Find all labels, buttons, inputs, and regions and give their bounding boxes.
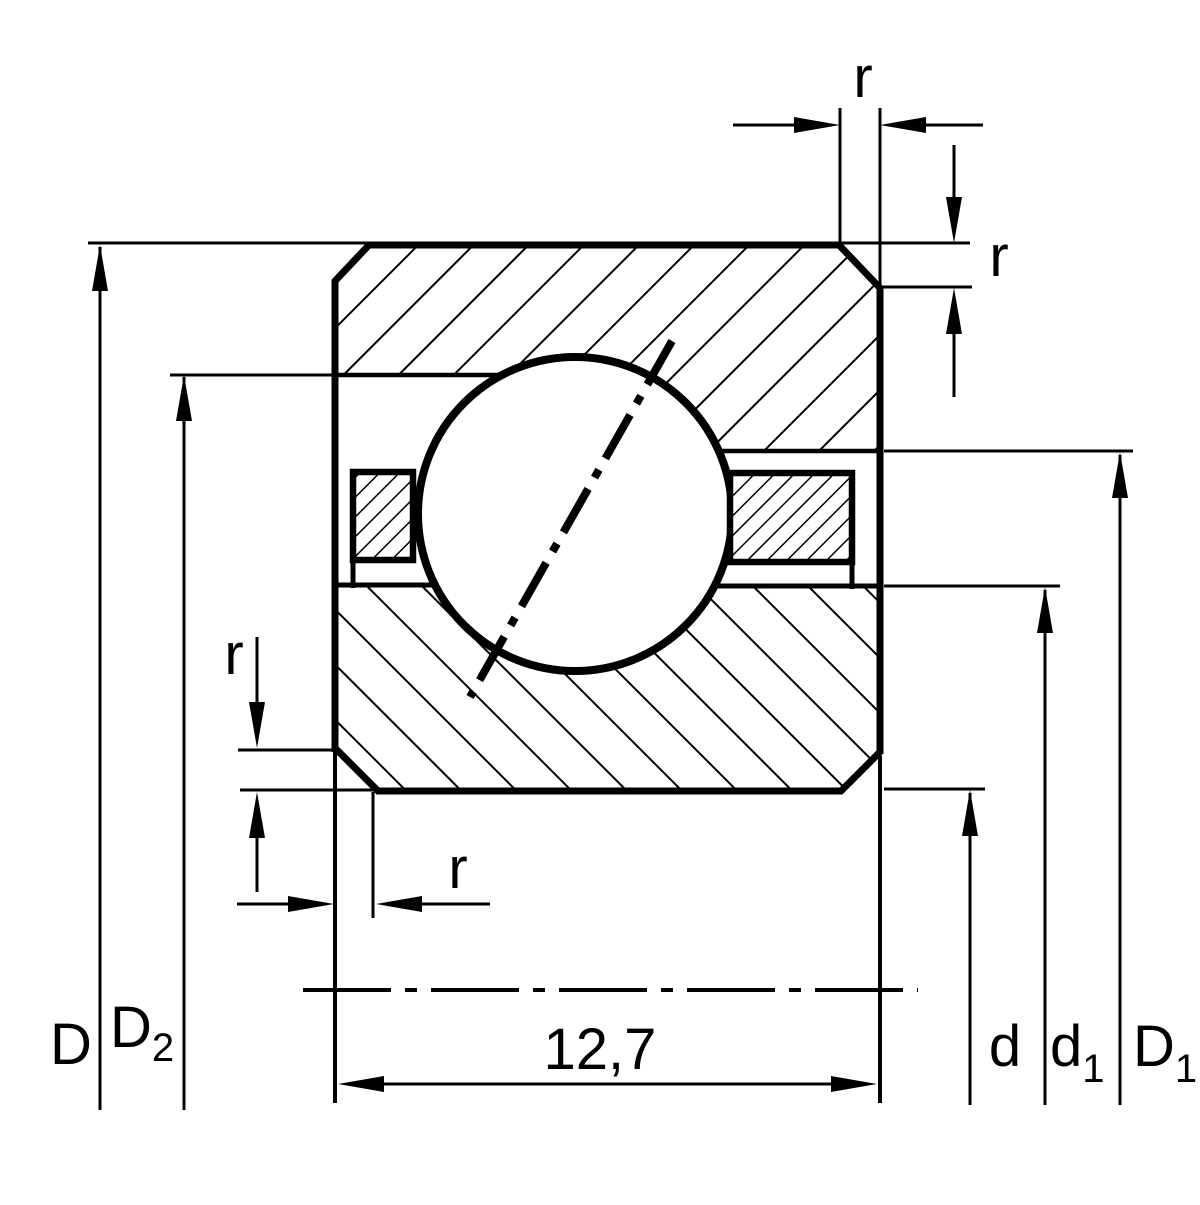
dim-r-inner-bottom xyxy=(237,792,490,918)
arrow-up xyxy=(946,288,962,334)
label-D2-base: D xyxy=(110,995,152,1060)
label-D2: D2 xyxy=(110,995,174,1070)
dim-r-inner-left xyxy=(238,637,377,892)
label-d1-subscript: 1 xyxy=(1082,1047,1104,1091)
label-D1: D1 xyxy=(1133,1014,1197,1091)
cage-left-section xyxy=(349,468,417,564)
label-width-value: 12,7 xyxy=(544,1017,657,1082)
label-D2-subscript: 2 xyxy=(152,1026,174,1070)
inner-ring-bottom-outline xyxy=(332,745,883,795)
label-d1-base: d xyxy=(1050,1014,1082,1079)
arrow-up xyxy=(962,790,978,836)
label-d1: d1 xyxy=(1050,1014,1105,1091)
arrow-right xyxy=(288,896,334,912)
arrow-right xyxy=(831,1076,877,1092)
dim-d xyxy=(884,787,985,1105)
cage-sections xyxy=(349,468,856,589)
arrow-left xyxy=(880,117,926,133)
arrow-up xyxy=(176,375,192,421)
outer-ring-section xyxy=(335,244,880,451)
label-r-inner-left: r xyxy=(224,622,243,687)
dim-D xyxy=(92,245,108,1110)
dimension-labels: r r r r 12,7 D D2 d d1 D1 xyxy=(50,45,1197,1091)
label-d: d xyxy=(989,1014,1021,1079)
dim-D2 xyxy=(170,373,335,1110)
label-r-top: r xyxy=(853,45,872,110)
arrow-up xyxy=(249,792,265,838)
arrow-up xyxy=(1112,452,1128,498)
arrow-down xyxy=(946,197,962,243)
label-r-inner-bottom: r xyxy=(448,836,467,901)
dim-r-right xyxy=(882,145,972,397)
dim-width xyxy=(333,752,882,1103)
arrow-right xyxy=(794,117,840,133)
label-D1-base: D xyxy=(1133,1014,1175,1079)
contact-angle-centerline xyxy=(466,339,676,699)
label-D: D xyxy=(50,1012,92,1077)
label-r-right: r xyxy=(989,224,1008,289)
dimensions xyxy=(88,108,1133,1110)
outer-ring-outline xyxy=(331,241,884,754)
arrow-up xyxy=(92,245,108,291)
arrow-left xyxy=(376,896,422,912)
dim-d1 xyxy=(884,584,1060,1105)
dim-D1 xyxy=(884,449,1133,1105)
cage-right-section xyxy=(726,469,856,566)
arrow-down xyxy=(249,702,265,748)
arrow-up xyxy=(1037,587,1053,633)
dim-r-top xyxy=(733,108,983,285)
label-D1-subscript: 1 xyxy=(1175,1047,1197,1091)
arrow-left xyxy=(338,1076,384,1092)
